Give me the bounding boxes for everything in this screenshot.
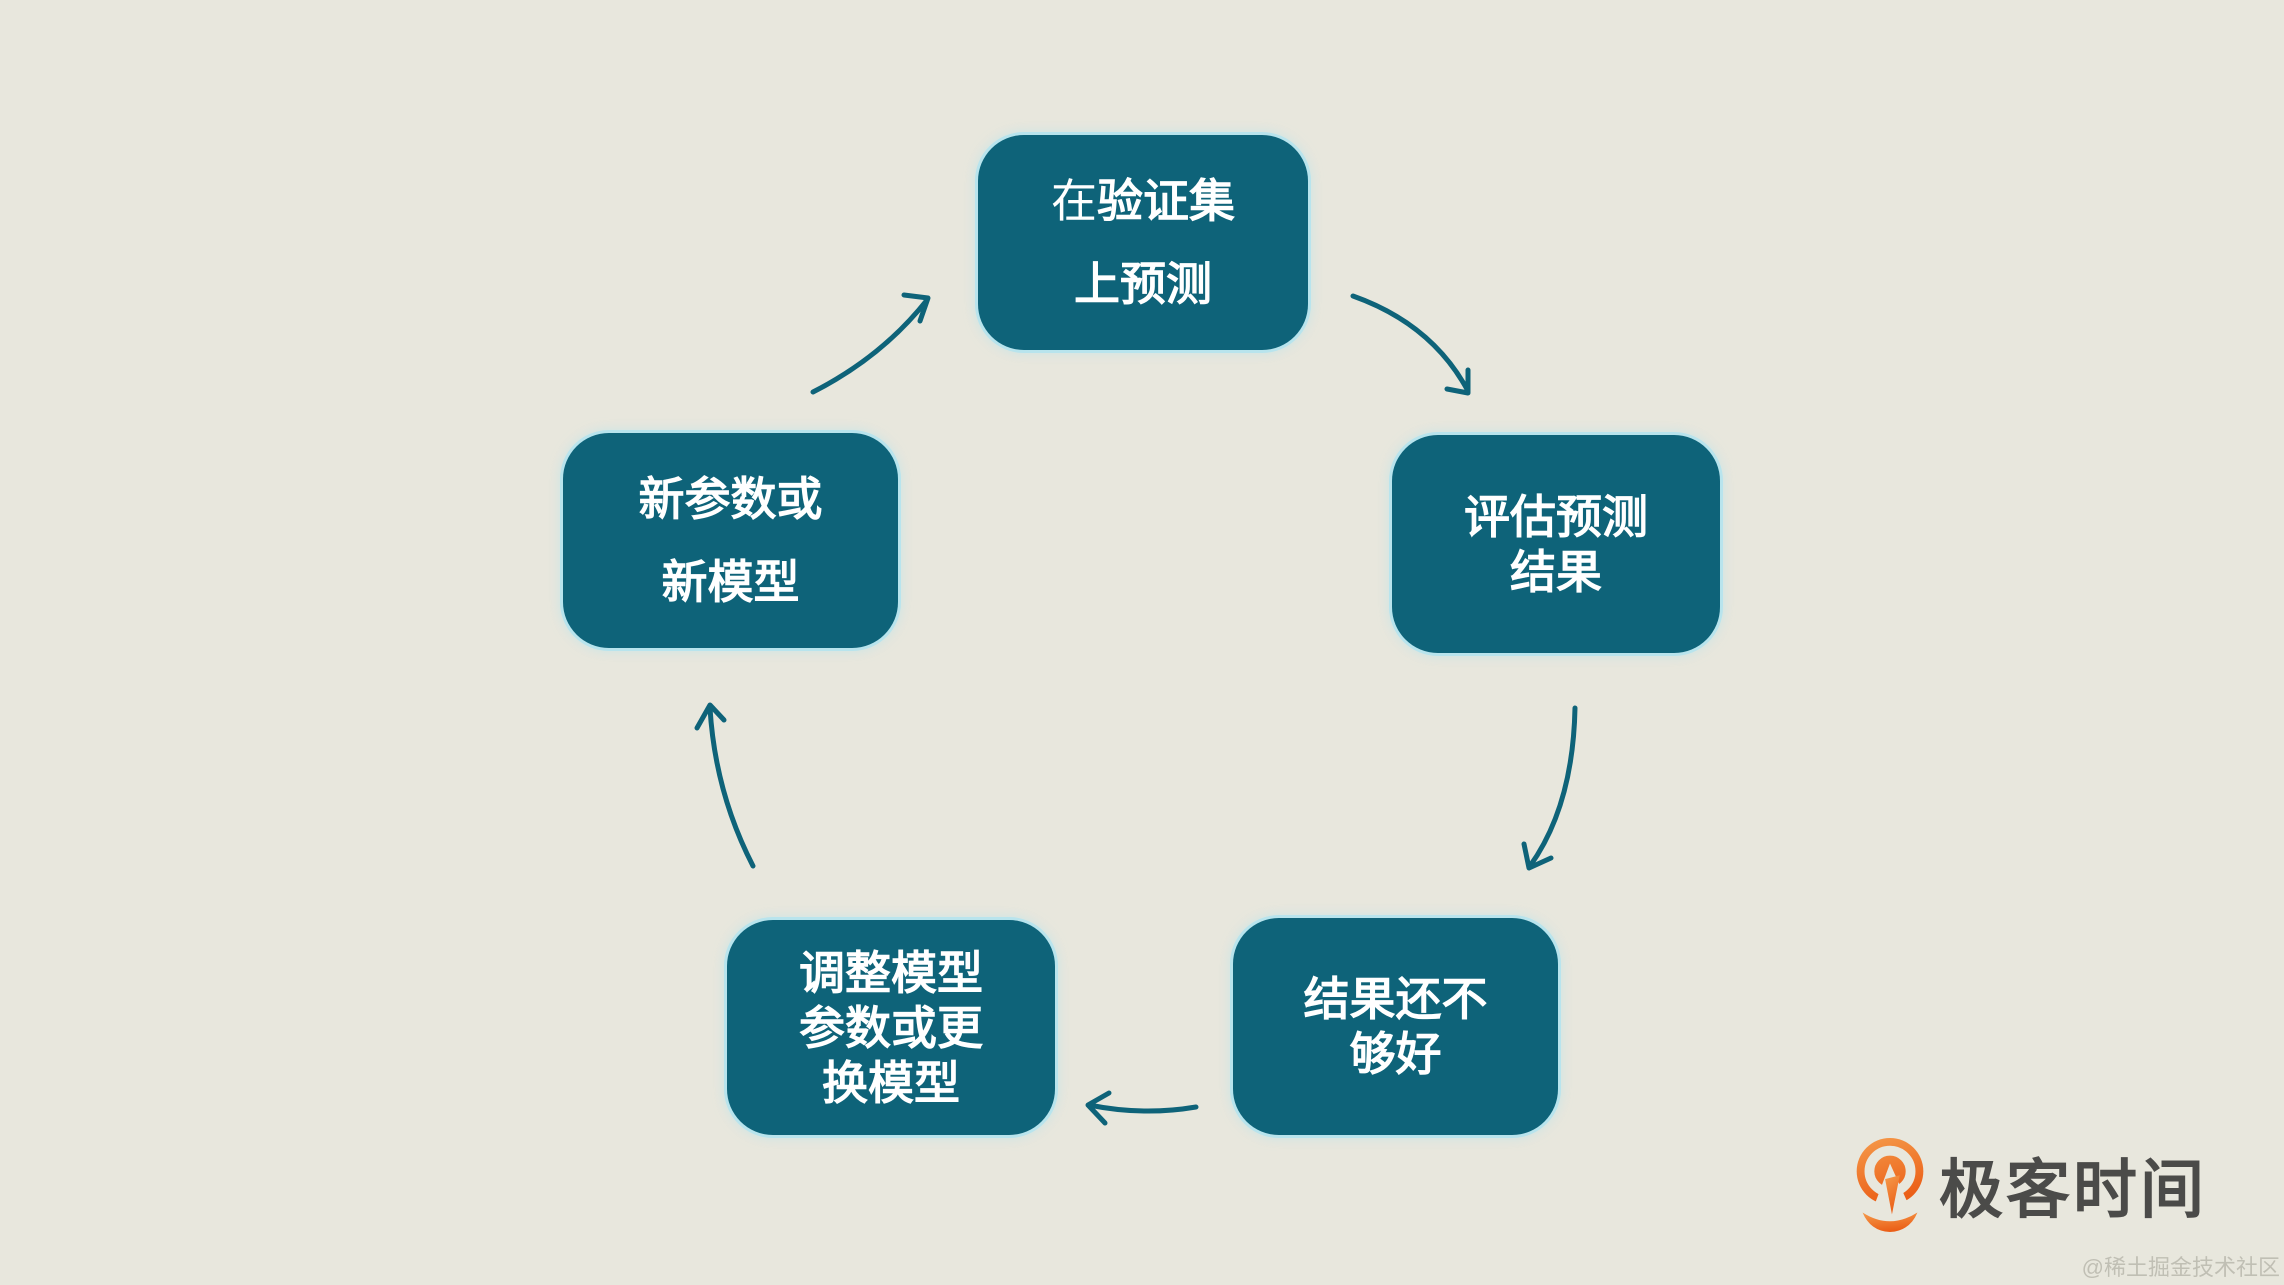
node-results-not-good: 结果还不 够好 — [1233, 918, 1558, 1135]
geektime-logo-icon — [1856, 1137, 1924, 1233]
node-label-line: 新参数或 — [638, 473, 823, 525]
geektime-brand: 极客时间 — [1851, 1136, 2207, 1234]
node-adjust-model: 调整模型 参数或更 换模型 — [727, 920, 1055, 1135]
arrow-adjust-to-newparams — [694, 702, 756, 869]
arrow-predict-to-evaluate — [1350, 293, 1471, 396]
node-predict-on-validation: 在验证集 上预测 — [978, 135, 1308, 350]
node-label-line: 结果 — [1510, 545, 1602, 598]
node-label-line: 在验证集 — [1051, 175, 1235, 227]
node-label-line: 上预测 — [1074, 258, 1212, 310]
node-label-line: 换模型 — [822, 1056, 960, 1109]
node-new-params-or-model: 新参数或 新模型 — [563, 433, 898, 648]
arrow-newparams-to-predict — [810, 292, 931, 395]
node-label-line: 调整模型 — [799, 946, 983, 999]
node-evaluate-results: 评估预测 结果 — [1392, 435, 1720, 653]
juejin-watermark: @稀土掘金技术社区 — [2081, 1255, 2280, 1280]
geektime-logo-text: 极客时间 — [1939, 1154, 2207, 1226]
node-label-line: 结果还不 — [1303, 973, 1488, 1025]
node-label-line: 参数或更 — [799, 1001, 983, 1054]
arrow-evaluate-to-notgood — [1521, 705, 1578, 871]
node-label-line: 评估预测 — [1464, 490, 1648, 543]
node-label-line: 新模型 — [661, 556, 800, 608]
node-label-line: 够好 — [1349, 1028, 1442, 1080]
arrow-notgood-to-adjust — [1085, 1090, 1199, 1126]
